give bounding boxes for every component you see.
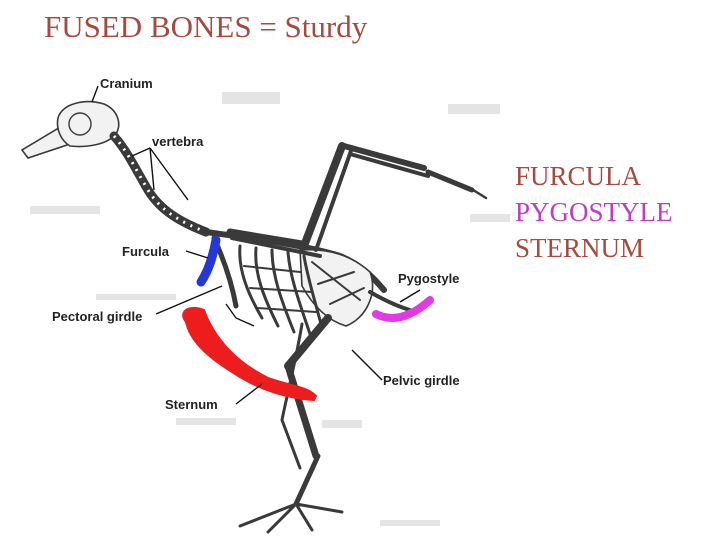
legend-item-furcula: FURCULA [515, 161, 642, 191]
bone-legend: FURCULA PYGOSTYLE STERNUM [515, 158, 673, 266]
far-leg [280, 322, 304, 470]
cranium-leader [91, 85, 99, 103]
slide-title: FUSED BONES = Sturdy [44, 9, 368, 44]
skeleton [20, 100, 488, 534]
ulna [341, 143, 427, 171]
radius [314, 146, 354, 252]
tarsometatarsus [293, 453, 321, 507]
rib-cage [238, 244, 324, 336]
hand-bones [425, 169, 475, 193]
pygostyle-leader [399, 289, 421, 303]
label-pygostyle: Pygostyle [398, 271, 459, 286]
eye-socket [68, 112, 92, 136]
sternum-highlight [182, 306, 318, 402]
vertebra-leader [131, 147, 189, 201]
label-pectoral-girdle: Pectoral girdle [52, 309, 142, 324]
label-cranium: Cranium [100, 76, 153, 91]
tail-vertebrae [368, 290, 412, 312]
scan-artifacts [30, 92, 510, 526]
cranium [56, 100, 120, 148]
pectoral-girdle-tick [225, 303, 255, 327]
furcula-leader [185, 250, 209, 259]
foot-toes [238, 502, 344, 534]
sternum-leader [235, 383, 263, 405]
radius-distal [348, 152, 430, 178]
humerus [300, 142, 346, 250]
scapula [230, 236, 322, 258]
pectoral-girdle-leader [155, 285, 223, 315]
furcula-highlight [196, 235, 221, 287]
pelvic-girdle-leader [351, 349, 383, 381]
wing-tip [468, 186, 488, 200]
label-vertebra: vertebra [152, 134, 204, 149]
label-sternum: Sternum [165, 397, 218, 412]
legend-item-sternum: STERNUM [515, 233, 645, 263]
neck-vertebrae [109, 131, 211, 237]
humerus-joint [226, 228, 306, 248]
label-pelvic-girdle: Pelvic girdle [383, 373, 460, 388]
pygostyle-highlight [372, 296, 434, 322]
label-furcula: Furcula [122, 244, 170, 259]
leader-lines [91, 85, 421, 405]
tibiotarsus [284, 362, 320, 460]
legend-item-pygostyle: PYGOSTYLE [515, 197, 673, 227]
